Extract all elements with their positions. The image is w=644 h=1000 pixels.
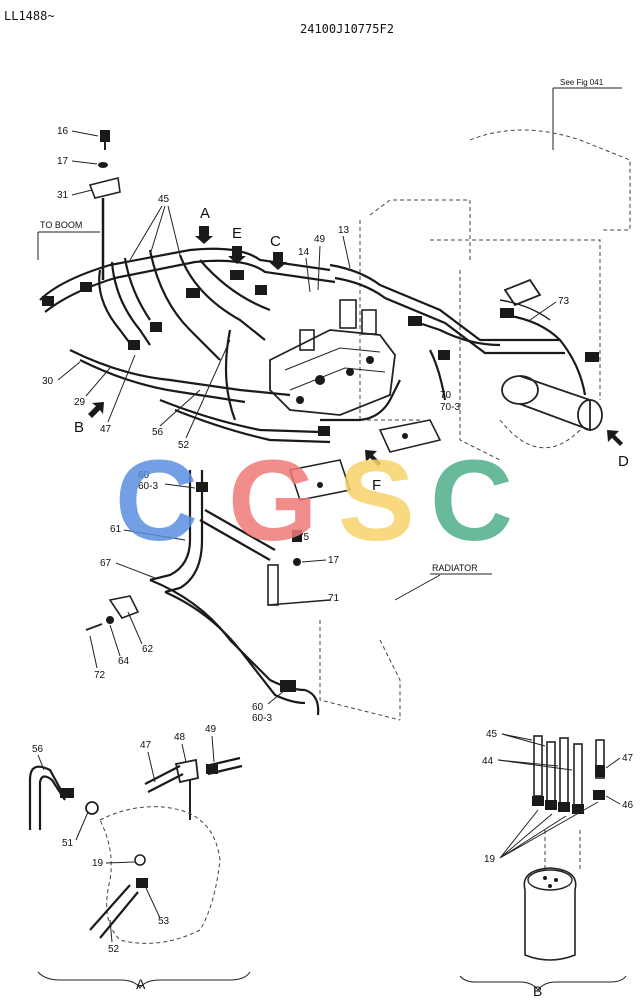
callout-17-lower: 17: [328, 555, 340, 566]
callout-71: 71: [328, 593, 340, 604]
detail-a-callout-47: 47: [140, 740, 152, 751]
watermark-letter-s: S: [338, 437, 415, 565]
detail-a-callout-56: 56: [32, 744, 44, 755]
detail-b-callout-46: 46: [622, 800, 634, 811]
view-arrow-a-icon: [195, 226, 213, 244]
main-callouts: 16 17 31 45 49 13 14 73 30 29 47 56 52 7…: [42, 126, 570, 724]
return-pipe: [149, 470, 331, 716]
control-valve: [269, 299, 396, 416]
view-arrow-c-label: C: [270, 233, 281, 250]
view-arrow-e-icon: [228, 246, 246, 264]
watermark: C G S C: [115, 437, 513, 565]
callout-70: 70: [440, 390, 452, 401]
view-arrow-f-label: F: [372, 477, 381, 494]
callout-64: 64: [118, 656, 130, 667]
part-number: 24100J10775F2: [300, 22, 394, 36]
callout-14: 14: [298, 247, 310, 258]
watermark-letter-c2: C: [430, 437, 513, 565]
detail-b: 45 44 47 46 19 B: [459, 729, 634, 999]
serial-number: LL1488~: [4, 9, 55, 23]
radiator-reference: RADIATOR: [430, 563, 492, 575]
hose-bundle: [39, 247, 587, 444]
view-arrow-e-label: E: [232, 225, 242, 242]
radiator-label: RADIATOR: [432, 563, 478, 573]
detail-a-callout-49: 49: [205, 724, 217, 735]
callout-73: 73: [558, 296, 570, 307]
detail-b-callout-19: 19: [484, 854, 496, 865]
detail-b-label: B: [533, 983, 542, 999]
callout-45: 45: [158, 194, 170, 205]
clamp-parts: [85, 530, 302, 631]
hose-fittings: [42, 270, 599, 492]
callout-72: 72: [94, 670, 106, 681]
see-fig-reference: See Fig 041: [552, 78, 622, 150]
callout-13: 13: [338, 225, 350, 236]
detail-b-callout-45: 45: [486, 729, 498, 740]
callout-60-lower: 60: [252, 702, 264, 713]
callout-17: 17: [57, 156, 69, 167]
callout-61: 61: [110, 524, 122, 535]
detail-a-callout-51: 51: [62, 838, 74, 849]
detail-a-callout-19: 19: [92, 858, 104, 869]
callout-16: 16: [57, 126, 69, 137]
callout-52: 52: [178, 440, 190, 451]
detail-a-callout-53: 53: [158, 916, 170, 927]
view-arrow-a-label: A: [200, 205, 210, 222]
detail-b-callout-47: 47: [622, 753, 634, 764]
valve-bracket: [288, 419, 442, 501]
to-boom-label: TO BOOM: [40, 220, 82, 230]
callout-29: 29: [74, 397, 86, 408]
detail-b-callout-44: 44: [482, 756, 494, 767]
return-filter: [501, 278, 603, 432]
callout-67: 67: [100, 558, 112, 569]
callout-56: 56: [152, 427, 164, 438]
detail-a: 56 47 48 49 51 19 53 52 A: [28, 724, 251, 992]
top-hardware: [88, 130, 121, 280]
callout-62: 62: [142, 644, 154, 655]
detail-a-label: A: [136, 976, 146, 992]
view-arrow-d-icon: [607, 430, 623, 446]
detail-a-callout-48: 48: [174, 732, 186, 743]
callout-75: 75: [298, 532, 310, 543]
callout-47: 47: [100, 424, 112, 435]
callout-60-3-lower: 60-3: [252, 713, 272, 724]
watermark-letter-g: G: [228, 437, 317, 565]
view-arrow-b-icon: [88, 402, 104, 418]
engine-outline: [319, 129, 631, 721]
callout-60-upper: 60: [138, 470, 150, 481]
see-fig-label: See Fig 041: [560, 78, 604, 87]
callout-70-3: 70-3: [440, 402, 460, 413]
view-arrow-c-icon: [269, 252, 287, 270]
view-arrow-d-label: D: [618, 453, 629, 470]
callout-31: 31: [57, 190, 69, 201]
to-boom-reference: TO BOOM: [37, 220, 100, 260]
detail-a-callout-52: 52: [108, 944, 120, 955]
watermark-letter-c1: C: [115, 437, 198, 565]
callout-49: 49: [314, 234, 326, 245]
view-arrow-f-icon: [365, 450, 381, 466]
view-arrows: A E C B F D: [74, 205, 629, 494]
view-arrow-b-label: B: [74, 419, 84, 436]
callout-60-3-upper: 60-3: [138, 481, 158, 492]
callout-30: 30: [42, 376, 54, 387]
